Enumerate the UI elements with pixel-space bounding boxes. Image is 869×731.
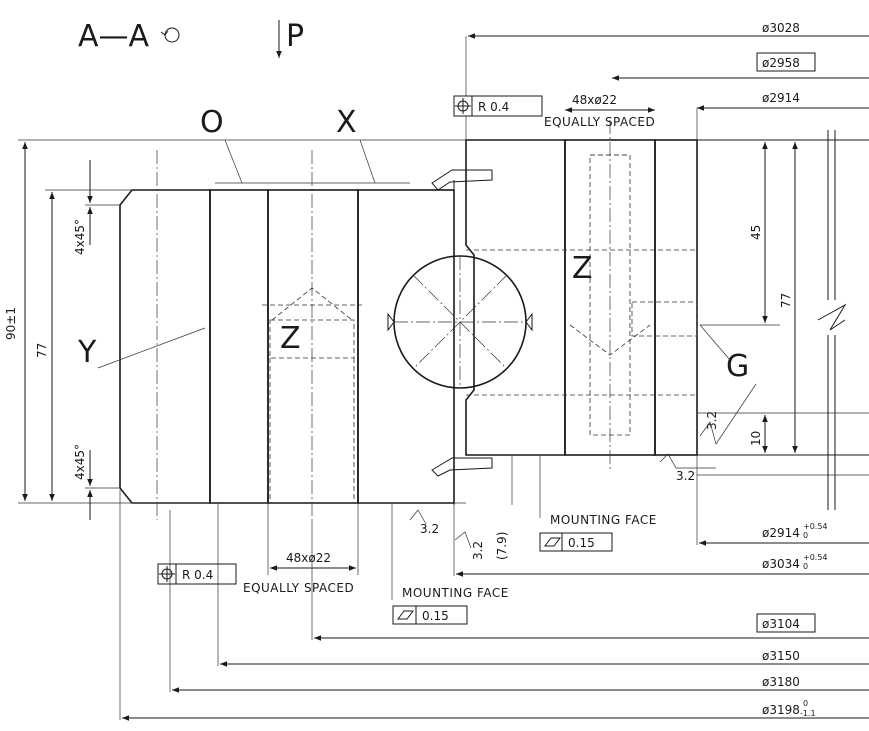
tol-3034-high: +0.54 bbox=[803, 553, 828, 562]
dim-77: 77 bbox=[779, 293, 793, 308]
inner-ring bbox=[465, 120, 869, 510]
tol-2914-high: +0.54 bbox=[803, 522, 828, 531]
bottom-seal bbox=[431, 457, 493, 477]
dim-chamfer-top: 4x45° bbox=[73, 219, 87, 255]
flatness-tol-top: 0.15 bbox=[568, 536, 595, 550]
dim-d3150: ø3150 bbox=[762, 649, 800, 663]
position-symbol-icon bbox=[159, 566, 175, 582]
box-d3104 bbox=[756, 613, 816, 633]
dim-d3034: ø3034 bbox=[762, 557, 800, 571]
surface-finish-icon bbox=[699, 383, 757, 445]
section-label: A—A bbox=[78, 19, 150, 54]
dim-d2958: ø2958 bbox=[762, 56, 800, 70]
rotate-arrow-icon bbox=[160, 27, 180, 43]
surface-finish-icon bbox=[659, 453, 716, 469]
callout-z-outer: Z bbox=[280, 321, 301, 356]
mounting-face-bottom: MOUNTING FACE bbox=[402, 586, 509, 600]
surface-finish-icon bbox=[409, 509, 427, 525]
hole-count-top: 48xø22 bbox=[572, 93, 617, 107]
hole-spacing-bottom: EQUALLY SPACED bbox=[243, 581, 354, 595]
callout-y: Y bbox=[77, 335, 97, 370]
flatness-frame-top: 0.15 bbox=[539, 532, 613, 552]
roughness-r2: 3.2 bbox=[676, 469, 695, 483]
tol-2914-low: 0 bbox=[803, 531, 808, 540]
dim-45: 45 bbox=[749, 225, 763, 240]
callout-g: G bbox=[726, 349, 749, 384]
position-tol-bottom: R 0.4 bbox=[182, 568, 213, 582]
top-seal bbox=[431, 169, 493, 191]
dim-d3198: ø3198 bbox=[762, 703, 800, 717]
position-tol-top: R 0.4 bbox=[478, 100, 509, 114]
tol-3198-low: -1.1 bbox=[800, 709, 816, 718]
callout-o: O bbox=[200, 105, 224, 140]
tol-3034-low: 0 bbox=[803, 562, 808, 571]
dim-7-9: (7.9) bbox=[495, 532, 509, 560]
ball bbox=[387, 255, 533, 389]
dim-10: 10 bbox=[749, 431, 763, 446]
box-d2958 bbox=[756, 52, 816, 72]
dim-d3104: ø3104 bbox=[762, 617, 800, 631]
dim-height-total: 90±1 bbox=[4, 307, 18, 340]
flatness-symbol-icon bbox=[544, 537, 561, 547]
dim-d3180: ø3180 bbox=[762, 675, 800, 689]
hole-count-bottom: 48xø22 bbox=[286, 551, 331, 565]
view-label: P bbox=[286, 19, 304, 54]
dim-chamfer-bottom: 4x45° bbox=[73, 444, 87, 480]
mounting-face-top: MOUNTING FACE bbox=[550, 513, 657, 527]
surface-finish-icon bbox=[454, 531, 472, 549]
position-frame-top: R 0.4 bbox=[453, 95, 543, 117]
dim-d2914: ø2914 bbox=[762, 91, 800, 105]
roughness-r1: 3.2 bbox=[705, 411, 719, 430]
dim-height-inner: 77 bbox=[35, 343, 49, 358]
callout-z-inner: Z bbox=[572, 251, 593, 286]
dim-d3028: ø3028 bbox=[762, 21, 800, 35]
tol-3198-high: 0 bbox=[803, 699, 808, 708]
roughness-r4: 3.2 bbox=[471, 541, 485, 560]
flatness-symbol-icon bbox=[397, 610, 414, 620]
position-symbol-icon bbox=[455, 98, 471, 114]
flatness-frame-bottom: 0.15 bbox=[392, 605, 468, 625]
dim-d2914-tol: ø2914 bbox=[762, 526, 800, 540]
position-frame-bottom: R 0.4 bbox=[157, 563, 237, 585]
callout-x: X bbox=[336, 105, 357, 140]
flatness-tol-bottom: 0.15 bbox=[422, 609, 449, 623]
hole-spacing-top: EQUALLY SPACED bbox=[544, 115, 655, 129]
roughness-r3: 3.2 bbox=[420, 522, 439, 536]
